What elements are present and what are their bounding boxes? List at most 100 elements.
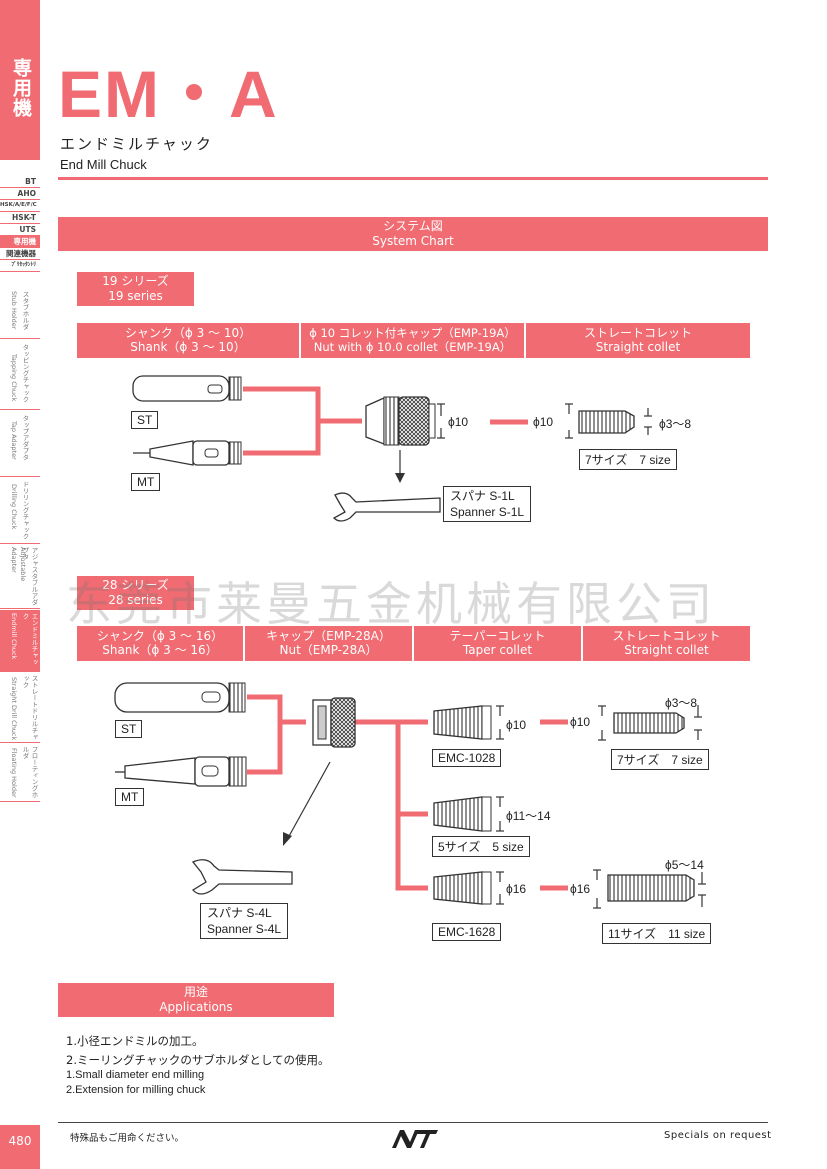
s28-straight-collet-11size [607, 874, 695, 902]
series-19-label: 19 シリーズ 19 series [77, 272, 194, 306]
s28-spanner-label: スパナ S-4L Spanner S-4L [200, 903, 289, 939]
s19-collet-dimension-marks [565, 403, 652, 439]
s28-col-taper-collet-jp: テーパーコレット [449, 629, 546, 643]
applications-band-jp: 用途 [183, 985, 208, 999]
footer-note-jp: 特殊品もご用命ください。 [70, 1133, 185, 1144]
s28-mt-label: MT [115, 788, 145, 806]
s28-spanner-icon [191, 859, 293, 895]
s19-col-nut-en: Nut with ϕ 10.0 collet（EMP-19A） [313, 340, 512, 354]
s28-spanner-jp: スパナ S-4L [207, 906, 272, 920]
s28-dim-11-14: ϕ11～14 [506, 809, 551, 823]
s19-st-shank [132, 375, 242, 402]
page-number: 480 [0, 1125, 40, 1169]
series-19-label-en: 19 series [108, 289, 163, 303]
application-item: 1.Small diameter end milling [66, 1069, 205, 1081]
s19-col-nut: ϕ 10 コレット付キャップ（EMP-19A） Nut with ϕ 10.0 … [301, 323, 524, 358]
s28-arrow [283, 761, 331, 846]
tab-hsk-t[interactable]: HSK-T [0, 212, 40, 224]
s28-st-shank [114, 682, 246, 713]
s19-col-straight-collet-jp: ストレートコレット [583, 326, 692, 340]
s28-dim-10a: ϕ10 [506, 718, 527, 732]
application-item: 1.小径エンドミルの加工。 [66, 1034, 204, 1048]
page-title: EM・A [58, 57, 279, 131]
s28-col-shank-jp: シャンク（ϕ 3 ～ 16） [96, 629, 224, 643]
s19-collet-out-dim: ϕ3～8 [659, 417, 692, 431]
s19-mt-label: MT [131, 473, 161, 491]
sidebar-item-floating-holder[interactable]: フローティングホルダ Floating Holder [0, 744, 40, 802]
s28-col-nut-en: Nut（EMP-28A） [279, 643, 378, 657]
s28-col-taper-collet: テーパーコレット Taper collet [414, 626, 581, 661]
tab-bt[interactable]: BT [0, 176, 40, 188]
sidebar-item-tap-adapter[interactable]: タップアダプタ Tap Adapter [0, 411, 40, 477]
s28-straight-collet-7size [613, 712, 685, 734]
series-19-label-jp: 19 シリーズ [102, 274, 169, 288]
sidebar-item-stub-holder[interactable]: スタブホルダ Stub Holder [0, 273, 40, 339]
system-chart-band-en: System Chart [372, 234, 454, 248]
page-subtitle-en: End Mill Chuck [60, 157, 147, 172]
sidebar-item-adjustable-adapter[interactable]: アジャスタブルアダプタ Adjustable Adapter [0, 545, 40, 609]
header-divider [58, 177, 768, 180]
s19-col-nut-jp: ϕ 10 コレット付キャップ（EMP-19A） [309, 326, 516, 340]
s28-taper-collet-1628 [433, 871, 492, 905]
footer-divider [58, 1122, 768, 1123]
tab-uts[interactable]: UTS [0, 224, 40, 236]
s19-st-label: ST [131, 411, 159, 429]
s28-mt-shank [115, 756, 247, 787]
s19-size-label: 7サイズ 7 size [579, 449, 677, 470]
s28-size11-label: 11サイズ 11 size [602, 923, 712, 944]
s19-spanner-label: スパナ S-1L Spanner S-1L [443, 486, 532, 522]
s19-col-shank-jp: シャンク（ϕ 3 ～ 10） [124, 326, 252, 340]
s28-emc1028-label: EMC-1028 [432, 749, 502, 767]
s19-arrow [395, 450, 405, 483]
applications-band-en: Applications [159, 1000, 233, 1014]
sidebar-item-endmill-chuck[interactable]: エンドミルチャック Endmill Chuck [0, 610, 40, 672]
s19-nut-dim: ϕ10 [448, 415, 469, 429]
s19-col-straight-collet: ストレートコレット Straight collet [526, 323, 750, 358]
s28-col-nut-jp: キャップ（EMP-28A） [266, 629, 391, 643]
tab-special-machine[interactable]: 専用機 [0, 236, 40, 248]
sidebar-item-tapping-chuck[interactable]: タッピングチャック Tapping Chuck [0, 340, 40, 410]
s28-size5-label: 5サイズ 5 size [432, 836, 530, 857]
s28-col-shank: シャンク（ϕ 3 ～ 16） Shank（ϕ 3 ～ 16） [77, 626, 243, 661]
s19-nut [365, 396, 436, 446]
sidebar-active-section: 専用機 [0, 0, 40, 160]
sidebar-item-drilling-chuck[interactable]: ドリリングチャック Drilling Chuck [0, 478, 40, 544]
s28-nut [312, 697, 356, 748]
s19-connector [243, 386, 528, 456]
s28-taper-collet-5size [433, 796, 492, 832]
s28-straight-dimension-marks [593, 705, 706, 909]
s28-size7-label: 7サイズ 7 size [611, 749, 709, 770]
sidebar-item-straight-drill-chuck[interactable]: ストレートドリルチャック Straight Drill Chuck [0, 673, 40, 743]
application-item: 2.Extension for milling chuck [66, 1084, 206, 1096]
s28-dim-5-14: ϕ5～14 [665, 858, 704, 872]
s28-col-straight-collet: ストレートコレット Straight collet [583, 626, 750, 661]
s28-col-straight-collet-en: Straight collet [624, 643, 709, 657]
s19-spanner-en: Spanner S-1L [450, 505, 525, 519]
s19-nut-dimension-marks [437, 403, 445, 439]
s28-taper-dimension-marks [496, 705, 504, 905]
s28-taper-collet-1028 [433, 705, 492, 740]
s28-connector [247, 694, 568, 891]
application-item: 2.ミーリングチャックのサブホルダとしての使用。 [66, 1053, 330, 1067]
s28-col-straight-collet-jp: ストレートコレット [612, 629, 721, 643]
s28-col-nut: キャップ（EMP-28A） Nut（EMP-28A） [245, 626, 412, 661]
s28-dim-3-8: ϕ3～8 [665, 696, 698, 710]
tab-presetter[interactable]: ﾌﾟﾘｾｯﾀﾝﾄﾘ [0, 260, 40, 272]
series-28-label: 28 シリーズ 28 series [77, 576, 194, 610]
s28-col-shank-en: Shank（ϕ 3 ～ 16） [102, 643, 218, 657]
s19-col-straight-collet-en: Straight collet [595, 340, 681, 354]
tab-hsk[interactable]: HSK/A/E/F/C [0, 200, 40, 212]
s19-col-shank-en: Shank（ϕ 3 ～ 10） [130, 340, 246, 354]
watermark: 东莞市莱曼五金机械有限公司 [66, 577, 716, 631]
s19-col-shank: シャンク（ϕ 3 ～ 10） Shank（ϕ 3 ～ 10） [77, 323, 299, 358]
s19-spanner-icon [332, 492, 441, 522]
s28-st-label: ST [115, 720, 143, 738]
nt-logo [392, 1130, 438, 1148]
series-28-label-en: 28 series [108, 593, 163, 607]
sidebar-vertical-title: 専用機 [10, 58, 32, 118]
tab-aho[interactable]: AHO [0, 188, 40, 200]
s28-col-taper-collet-en: Taper collet [462, 643, 533, 657]
system-chart-band: システム図 System Chart [58, 217, 768, 251]
tab-related-equipment[interactable]: 関連機器 [0, 248, 40, 260]
